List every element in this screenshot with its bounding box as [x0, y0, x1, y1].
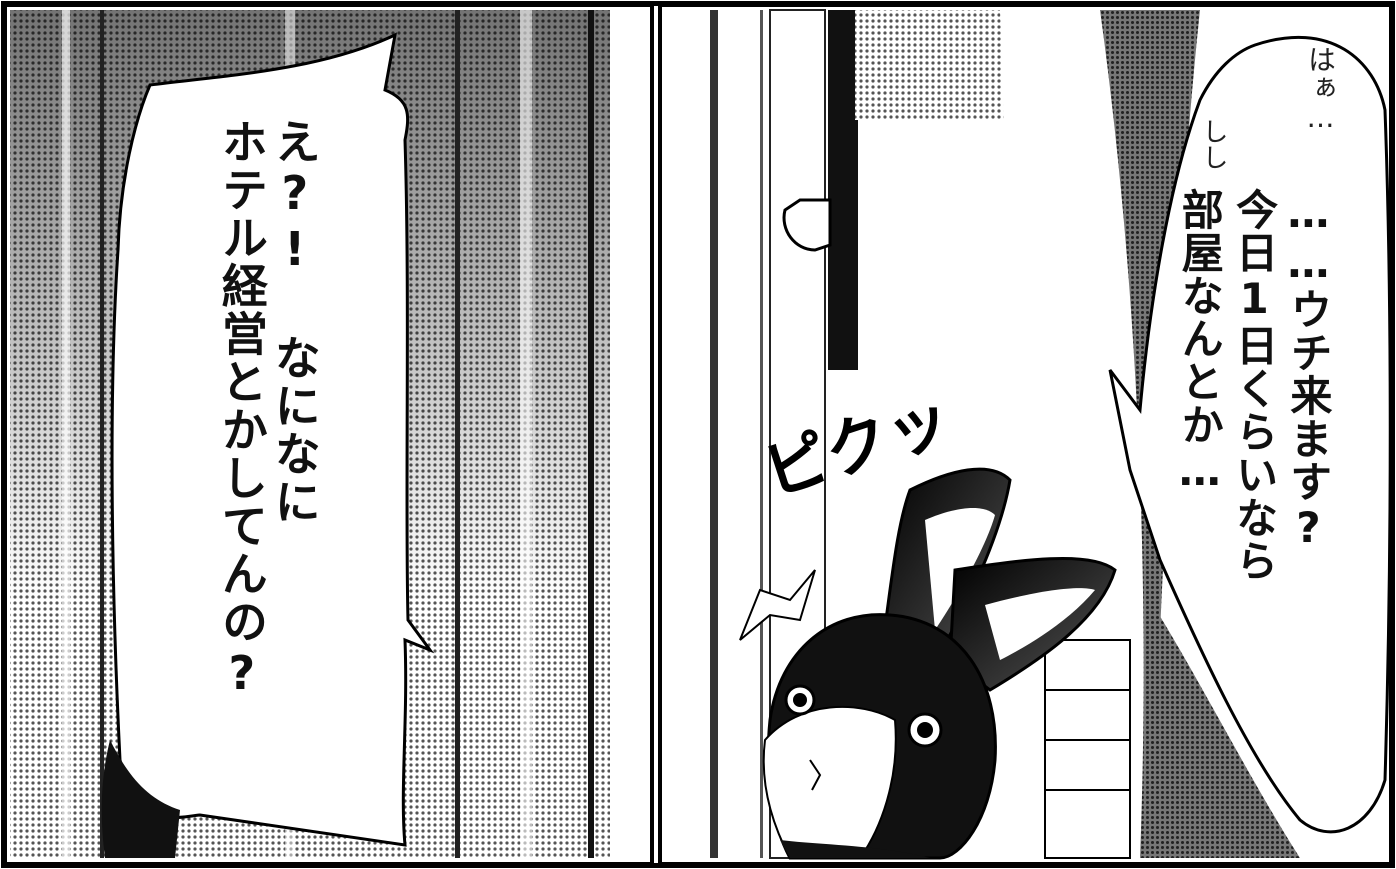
shi-sfx: しし: [1198, 118, 1228, 170]
right-speech-bubble: [1108, 35, 1392, 834]
sigh-sfx: はぁ…: [1304, 45, 1337, 134]
right-bubble-line-1: ……ウチ来ます?: [1283, 188, 1333, 553]
right-bubble-line-2: 今日1日くらいなら: [1229, 188, 1279, 582]
left-bubble-speech: え?! なになに ホテル経営とかしてんの?: [214, 118, 322, 702]
stairs: [1044, 639, 1131, 859]
right-bubble-line-3: 部屋なんとか…: [1175, 188, 1225, 496]
left-bubble-text: え?! なになに ホテル経営とかしてんの?: [214, 118, 322, 818]
rabbit-illustration: [762, 467, 1117, 860]
left-panel: [10, 10, 650, 858]
door-handle: [782, 198, 832, 252]
right-panel: [662, 9, 1392, 860]
right-bubble-text: ……ウチ来ます? 今日1日くらいなら 部屋なんとか…: [1175, 188, 1333, 748]
left-speech-bubble: [110, 32, 435, 847]
